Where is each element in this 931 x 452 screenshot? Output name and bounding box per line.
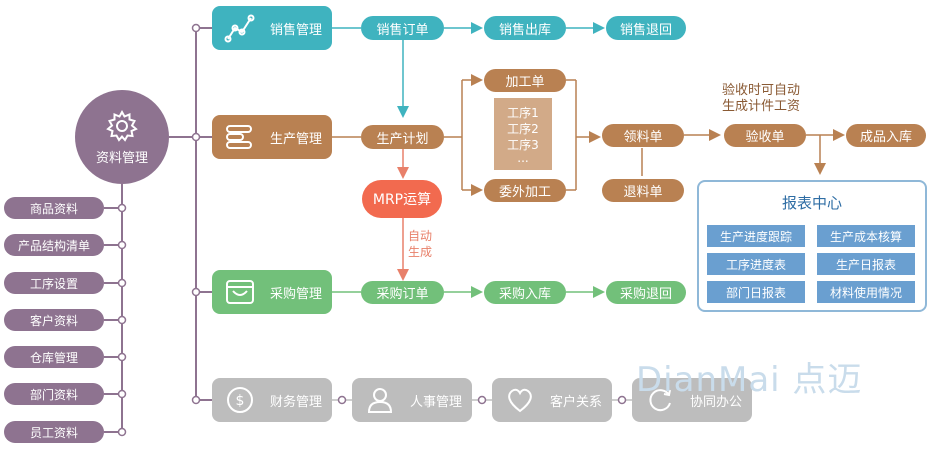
hr-module[interactable]: 人事管理 bbox=[352, 378, 472, 422]
left-item-warehouse[interactable]: 仓库管理 bbox=[4, 346, 104, 368]
inspection-note-line: 生成计件工资 bbox=[722, 99, 801, 114]
finished-goods-inbound[interactable]: 成品入库 bbox=[846, 124, 926, 147]
sales-order[interactable]: 销售订单 bbox=[361, 16, 444, 40]
svg-text:$: $ bbox=[236, 393, 245, 409]
left-item-label: 商品资料 bbox=[29, 201, 78, 216]
report-item-label: 生产成本核算 bbox=[829, 229, 902, 244]
picking-order-label: 领料单 bbox=[623, 130, 663, 145]
hr-module-label: 人事管理 bbox=[410, 394, 463, 410]
process-step: 工序3 bbox=[507, 138, 539, 152]
report-production-cost[interactable]: 生产成本核算 bbox=[817, 225, 915, 247]
finance-module-label: 财务管理 bbox=[270, 394, 323, 410]
sales-module-label: 销售管理 bbox=[270, 22, 323, 38]
purchase-order-label: 采购订单 bbox=[376, 287, 429, 302]
purchase-module-label: 采购管理 bbox=[270, 286, 323, 302]
report-item-label: 材料使用情况 bbox=[829, 285, 902, 300]
processing-order-label: 加工单 bbox=[505, 75, 545, 90]
processing-order[interactable]: 加工单 bbox=[484, 69, 566, 92]
crm-module[interactable]: 客户关系 bbox=[492, 378, 612, 422]
watermark: DianMai 点迈 bbox=[636, 360, 863, 400]
report-material-usage[interactable]: 材料使用情况 bbox=[817, 281, 915, 303]
purchase-module[interactable]: 采购管理 bbox=[212, 270, 332, 314]
left-item-label: 客户资料 bbox=[29, 313, 78, 328]
purchase-return-label: 采购退回 bbox=[619, 287, 672, 302]
report-item-label: 部门日报表 bbox=[725, 285, 786, 300]
gear-icon bbox=[106, 109, 138, 142]
purchase-return[interactable]: 采购退回 bbox=[606, 281, 686, 304]
report-center: 报表中心 生产进度跟踪 生产成本核算 工序进度表 生产日报表 部门日报表 材料使… bbox=[697, 180, 927, 312]
sales-return[interactable]: 销售退回 bbox=[606, 16, 686, 40]
return-material-label: 退料单 bbox=[623, 185, 663, 200]
left-item-goods[interactable]: 商品资料 bbox=[4, 197, 104, 219]
production-plan[interactable]: 生产计划 bbox=[361, 125, 444, 149]
mrp-note: 自动 生成 bbox=[408, 228, 432, 260]
left-item-customer[interactable]: 客户资料 bbox=[4, 309, 104, 331]
collaboration-module-label: 协同办公 bbox=[690, 394, 743, 410]
report-item-label: 生产进度跟踪 bbox=[719, 229, 792, 244]
left-item-employee[interactable]: 员工资料 bbox=[4, 421, 104, 443]
report-item-label: 生产日报表 bbox=[835, 257, 896, 272]
mrp-label: MRP运算 bbox=[372, 192, 432, 208]
picking-order[interactable]: 领料单 bbox=[602, 124, 684, 147]
production-module-label: 生产管理 bbox=[270, 131, 323, 147]
inspection-order[interactable]: 验收单 bbox=[724, 124, 806, 147]
inspection-order-label: 验收单 bbox=[745, 130, 785, 145]
list-icon bbox=[220, 121, 260, 153]
master-data-hub[interactable]: 资料管理 bbox=[75, 90, 169, 184]
production-module[interactable]: 生产管理 bbox=[212, 115, 332, 159]
return-material-order[interactable]: 退料单 bbox=[602, 179, 684, 202]
outsource-processing-label: 委外加工 bbox=[498, 185, 551, 200]
process-step: ... bbox=[517, 151, 529, 165]
process-steps-box: 工序1 工序2 工序3 ... bbox=[494, 98, 552, 170]
mrp-note-line: 生成 bbox=[408, 245, 433, 259]
inspection-note-line: 验收时可自动 bbox=[722, 83, 801, 98]
finished-inbound-label: 成品入库 bbox=[859, 130, 912, 145]
person-icon bbox=[360, 384, 400, 416]
left-item-bom[interactable]: 产品结构清单 bbox=[4, 234, 104, 256]
inspection-note: 验收时可自动 生成计件工资 bbox=[722, 83, 800, 115]
basket-icon bbox=[220, 276, 260, 308]
report-item-label: 工序进度表 bbox=[725, 257, 786, 272]
left-item-department[interactable]: 部门资料 bbox=[4, 383, 104, 405]
purchase-order[interactable]: 采购订单 bbox=[361, 281, 444, 304]
report-process-progress[interactable]: 工序进度表 bbox=[707, 253, 805, 275]
dollar-icon: $ bbox=[220, 384, 260, 416]
finance-module[interactable]: $ 财务管理 bbox=[212, 378, 332, 422]
hub-label: 资料管理 bbox=[95, 150, 148, 166]
trend-chart-icon bbox=[220, 12, 260, 44]
left-item-label: 员工资料 bbox=[29, 425, 78, 440]
process-step: 工序2 bbox=[507, 122, 539, 136]
report-production-daily[interactable]: 生产日报表 bbox=[817, 253, 915, 275]
heart-icon bbox=[500, 384, 540, 416]
sales-outbound-label: 销售出库 bbox=[498, 22, 551, 38]
report-department-daily[interactable]: 部门日报表 bbox=[707, 281, 805, 303]
collaboration-module[interactable]: 协同办公 bbox=[632, 378, 752, 422]
outsource-processing[interactable]: 委外加工 bbox=[484, 179, 566, 202]
sales-order-label: 销售订单 bbox=[376, 22, 429, 38]
sales-outbound[interactable]: 销售出库 bbox=[484, 16, 566, 40]
left-item-label: 工序设置 bbox=[29, 276, 78, 291]
report-center-title: 报表中心 bbox=[781, 194, 842, 212]
left-item-label: 仓库管理 bbox=[29, 350, 78, 365]
left-item-label: 部门资料 bbox=[29, 387, 78, 402]
mrp-note-line: 自动 bbox=[408, 229, 433, 243]
refresh-icon bbox=[640, 384, 680, 416]
crm-module-label: 客户关系 bbox=[550, 394, 603, 410]
mrp-calculation[interactable]: MRP运算 bbox=[362, 180, 442, 218]
left-item-label: 产品结构清单 bbox=[17, 238, 90, 253]
production-plan-label: 生产计划 bbox=[376, 131, 429, 147]
left-item-process[interactable]: 工序设置 bbox=[4, 272, 104, 294]
purchase-inbound-label: 采购入库 bbox=[498, 287, 551, 302]
sales-return-label: 销售退回 bbox=[619, 22, 672, 38]
process-step: 工序1 bbox=[507, 106, 539, 120]
report-production-progress[interactable]: 生产进度跟踪 bbox=[707, 225, 805, 247]
sales-module[interactable]: 销售管理 bbox=[212, 6, 332, 50]
purchase-inbound[interactable]: 采购入库 bbox=[484, 281, 566, 304]
